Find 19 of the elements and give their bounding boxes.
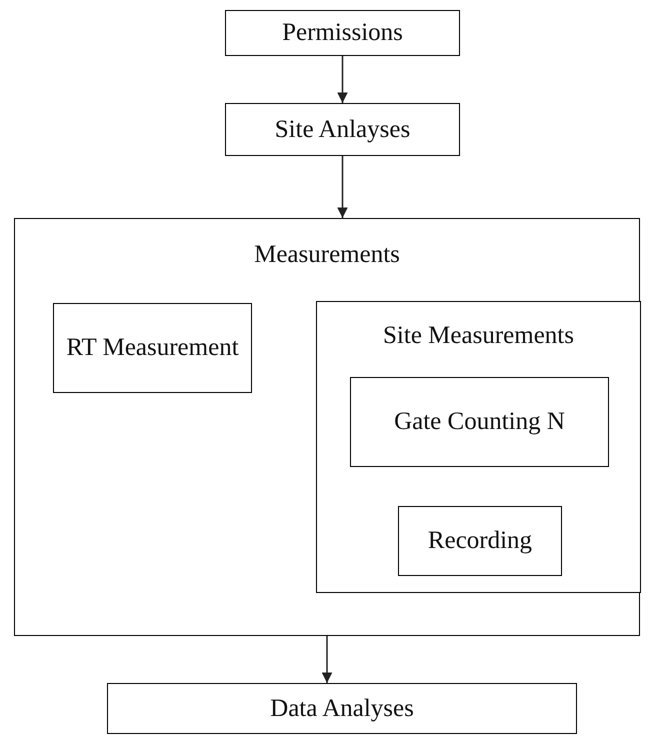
arrow [337, 156, 348, 218]
node-label: Site Measurements [382, 322, 575, 350]
process-box [398, 506, 562, 576]
node-label: RT Measurement [66, 333, 239, 364]
process-box [350, 377, 609, 467]
process-box [225, 103, 460, 156]
node-label: Data Analyses [270, 694, 414, 724]
process-box [107, 683, 577, 734]
node-label: Permissions [282, 18, 403, 48]
process-box [53, 303, 252, 393]
arrow [322, 636, 332, 683]
node-label: Site Anlayses [274, 114, 410, 145]
arrow [337, 56, 348, 103]
group-box [316, 301, 641, 593]
node-label: Gate Counting N [394, 407, 565, 438]
node-label: Measurements [253, 241, 401, 269]
process-box [225, 10, 460, 56]
node-label: Recording [428, 526, 532, 556]
group-box [14, 218, 640, 636]
